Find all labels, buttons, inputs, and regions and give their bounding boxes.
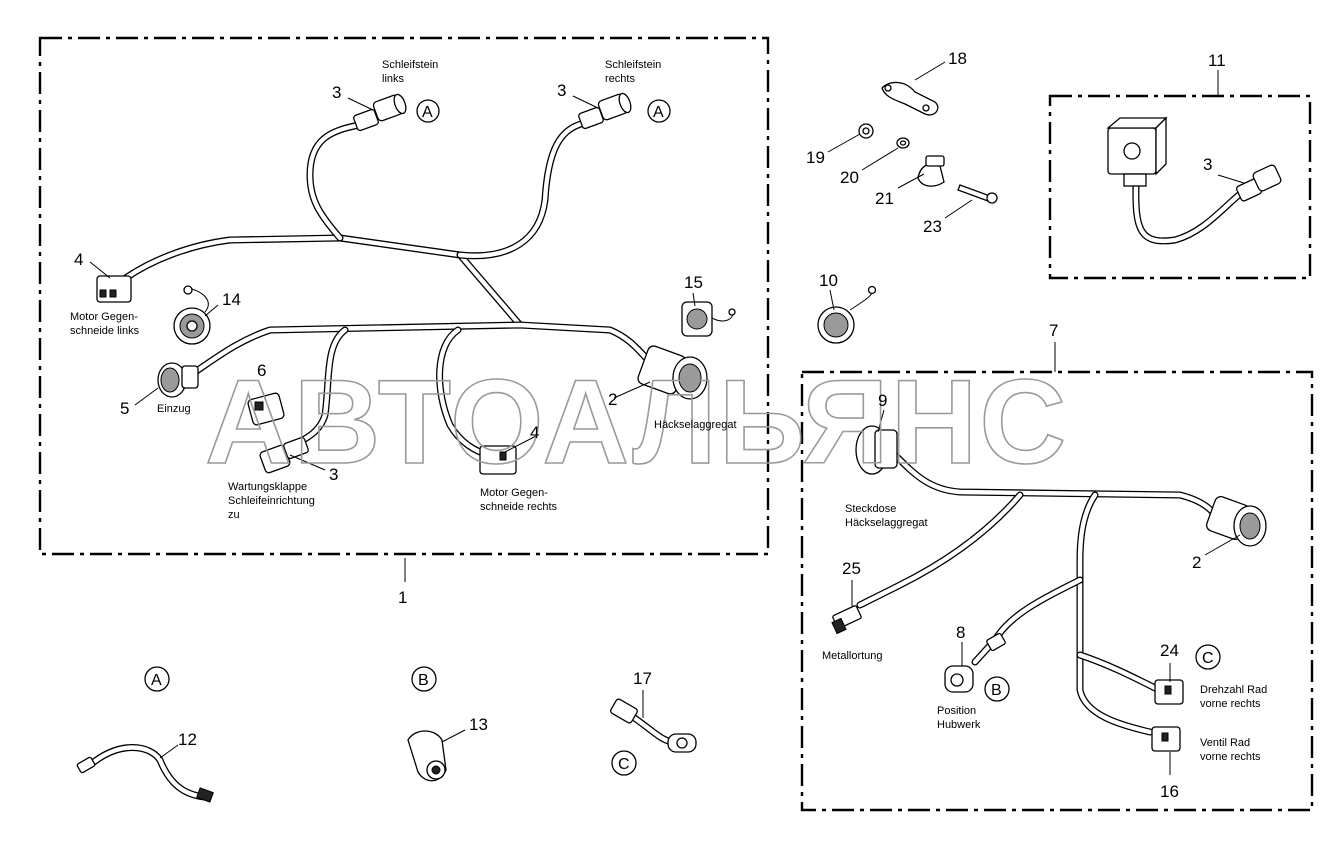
- marker-c-drehzahl: C: [1202, 650, 1214, 667]
- marker-a-part-12: A: [151, 672, 162, 689]
- callout-4-links: 4: [74, 250, 83, 269]
- callout-18: 18: [948, 49, 967, 68]
- box-11: [1106, 116, 1168, 187]
- marker-c-part-17: C: [618, 756, 630, 773]
- sensor-25: [831, 605, 862, 635]
- callout-3-box: 3: [1203, 155, 1212, 174]
- washer-20: [896, 137, 910, 149]
- callout-8: 8: [956, 623, 965, 642]
- callout-20: 20: [840, 168, 859, 187]
- part-17: [610, 698, 697, 753]
- plug-10: [817, 285, 877, 344]
- label-motor-links-2: schneide links: [70, 325, 140, 337]
- label-position-1: Position: [937, 705, 976, 717]
- callout-2-f7: 2: [1192, 553, 1201, 572]
- label-motor-rechts-1: Motor Gegen-: [480, 487, 548, 499]
- label-schleifstein-links-2: links: [382, 73, 405, 85]
- callout-24: 24: [1160, 641, 1179, 660]
- callout-3-wartung: 3: [329, 465, 338, 484]
- callout-23: 23: [923, 217, 942, 236]
- label-position-2: Hubwerk: [937, 719, 981, 731]
- label-motor-links-1: Motor Gegen-: [70, 311, 138, 323]
- bracket-18: [881, 81, 939, 116]
- part-labels: Schleifstein links Schleifstein rechts M…: [70, 59, 1267, 763]
- plug-2-haeckselaggregat: [637, 345, 708, 400]
- connector-4-links: [96, 275, 132, 303]
- plug-14: [173, 285, 211, 345]
- callout-6: 6: [257, 361, 266, 380]
- label-ventil-2: vorne rechts: [1200, 751, 1261, 763]
- socket-9: [855, 425, 898, 475]
- label-einzug: Einzug: [157, 403, 191, 415]
- connector-4-rechts: [479, 445, 517, 475]
- label-steckdose-2: Häckselaggregat: [845, 517, 928, 529]
- callout-9: 9: [878, 391, 887, 410]
- label-haeckselaggregat: Häckselaggregat: [654, 419, 737, 431]
- plug-15: [681, 301, 736, 337]
- connector-3-box-11: [1235, 164, 1282, 202]
- connector-3-wartung: [259, 436, 309, 474]
- nut-19: [858, 123, 874, 139]
- marker-a-links: A: [422, 104, 433, 121]
- label-wartung-3: zu: [228, 509, 240, 521]
- callout-3-links: 3: [332, 83, 341, 102]
- label-wartung-1: Wartungsklappe: [228, 481, 307, 493]
- callout-17: 17: [633, 669, 652, 688]
- frame-harness-7: [800, 370, 1314, 812]
- callout-16: 16: [1160, 782, 1179, 801]
- label-ventil-1: Ventil Rad: [1200, 737, 1250, 749]
- clamp-21: [917, 155, 945, 187]
- sensor-8: [944, 632, 1006, 693]
- callout-11: 11: [1208, 51, 1226, 70]
- callout-12: 12: [178, 730, 197, 749]
- plug-2-harness-7: [1205, 495, 1267, 547]
- callout-21: 21: [875, 189, 894, 208]
- label-steckdose-1: Steckdose: [845, 503, 896, 515]
- frame-part-11: [1048, 94, 1312, 280]
- callout-19: 19: [806, 148, 825, 167]
- label-drehzahl-2: vorne rechts: [1200, 698, 1261, 710]
- label-metallortung: Metallortung: [822, 650, 883, 662]
- connector-24: [1154, 679, 1184, 705]
- callout-15: 15: [684, 273, 703, 292]
- watermark-text: АВТОАЛЬЯНС: [205, 355, 1068, 489]
- callout-25: 25: [842, 559, 861, 578]
- harness-7-wires: [856, 451, 1219, 736]
- connector-3-links: [353, 93, 407, 132]
- connector-6: [247, 392, 285, 426]
- label-wartung-2: Schleifeinrichtung: [228, 495, 315, 507]
- callout-4-rechts: 4: [530, 423, 539, 442]
- callout-10: 10: [819, 271, 838, 290]
- marker-a-rechts: A: [653, 104, 664, 121]
- connector-3-rechts: [578, 92, 632, 130]
- marker-b-part-13: B: [418, 672, 429, 689]
- reference-markers: A A A B C B C: [144, 99, 1221, 776]
- part-12-ends: [76, 756, 214, 803]
- label-schleifstein-rechts-1: Schleifstein: [605, 59, 661, 71]
- callout-7: 7: [1049, 321, 1058, 340]
- callout-numbers: 1 2 2 3 3 3 3 4 4 5 6 7 8 9 10 11 12 13 …: [74, 49, 1226, 801]
- label-schleifstein-links-1: Schleifstein: [382, 59, 438, 71]
- label-schleifstein-rechts-2: rechts: [605, 73, 635, 85]
- callout-14: 14: [222, 290, 241, 309]
- callout-13: 13: [469, 715, 488, 734]
- screw-23: [957, 184, 998, 204]
- connector-16: [1151, 726, 1181, 752]
- callout-1: 1: [398, 588, 407, 607]
- callout-2-f1: 2: [608, 390, 617, 409]
- callout-3-rechts: 3: [557, 81, 566, 100]
- plug-5: [157, 362, 199, 398]
- callout-5: 5: [120, 399, 129, 418]
- part-13: [407, 730, 447, 782]
- label-motor-rechts-2: schneide rechts: [480, 501, 558, 513]
- label-drehzahl-1: Drehzahl Rad: [1200, 684, 1267, 696]
- marker-b-position: B: [991, 682, 1002, 699]
- frame-harness-1: [38, 36, 770, 556]
- leader-lines: [89, 61, 1245, 775]
